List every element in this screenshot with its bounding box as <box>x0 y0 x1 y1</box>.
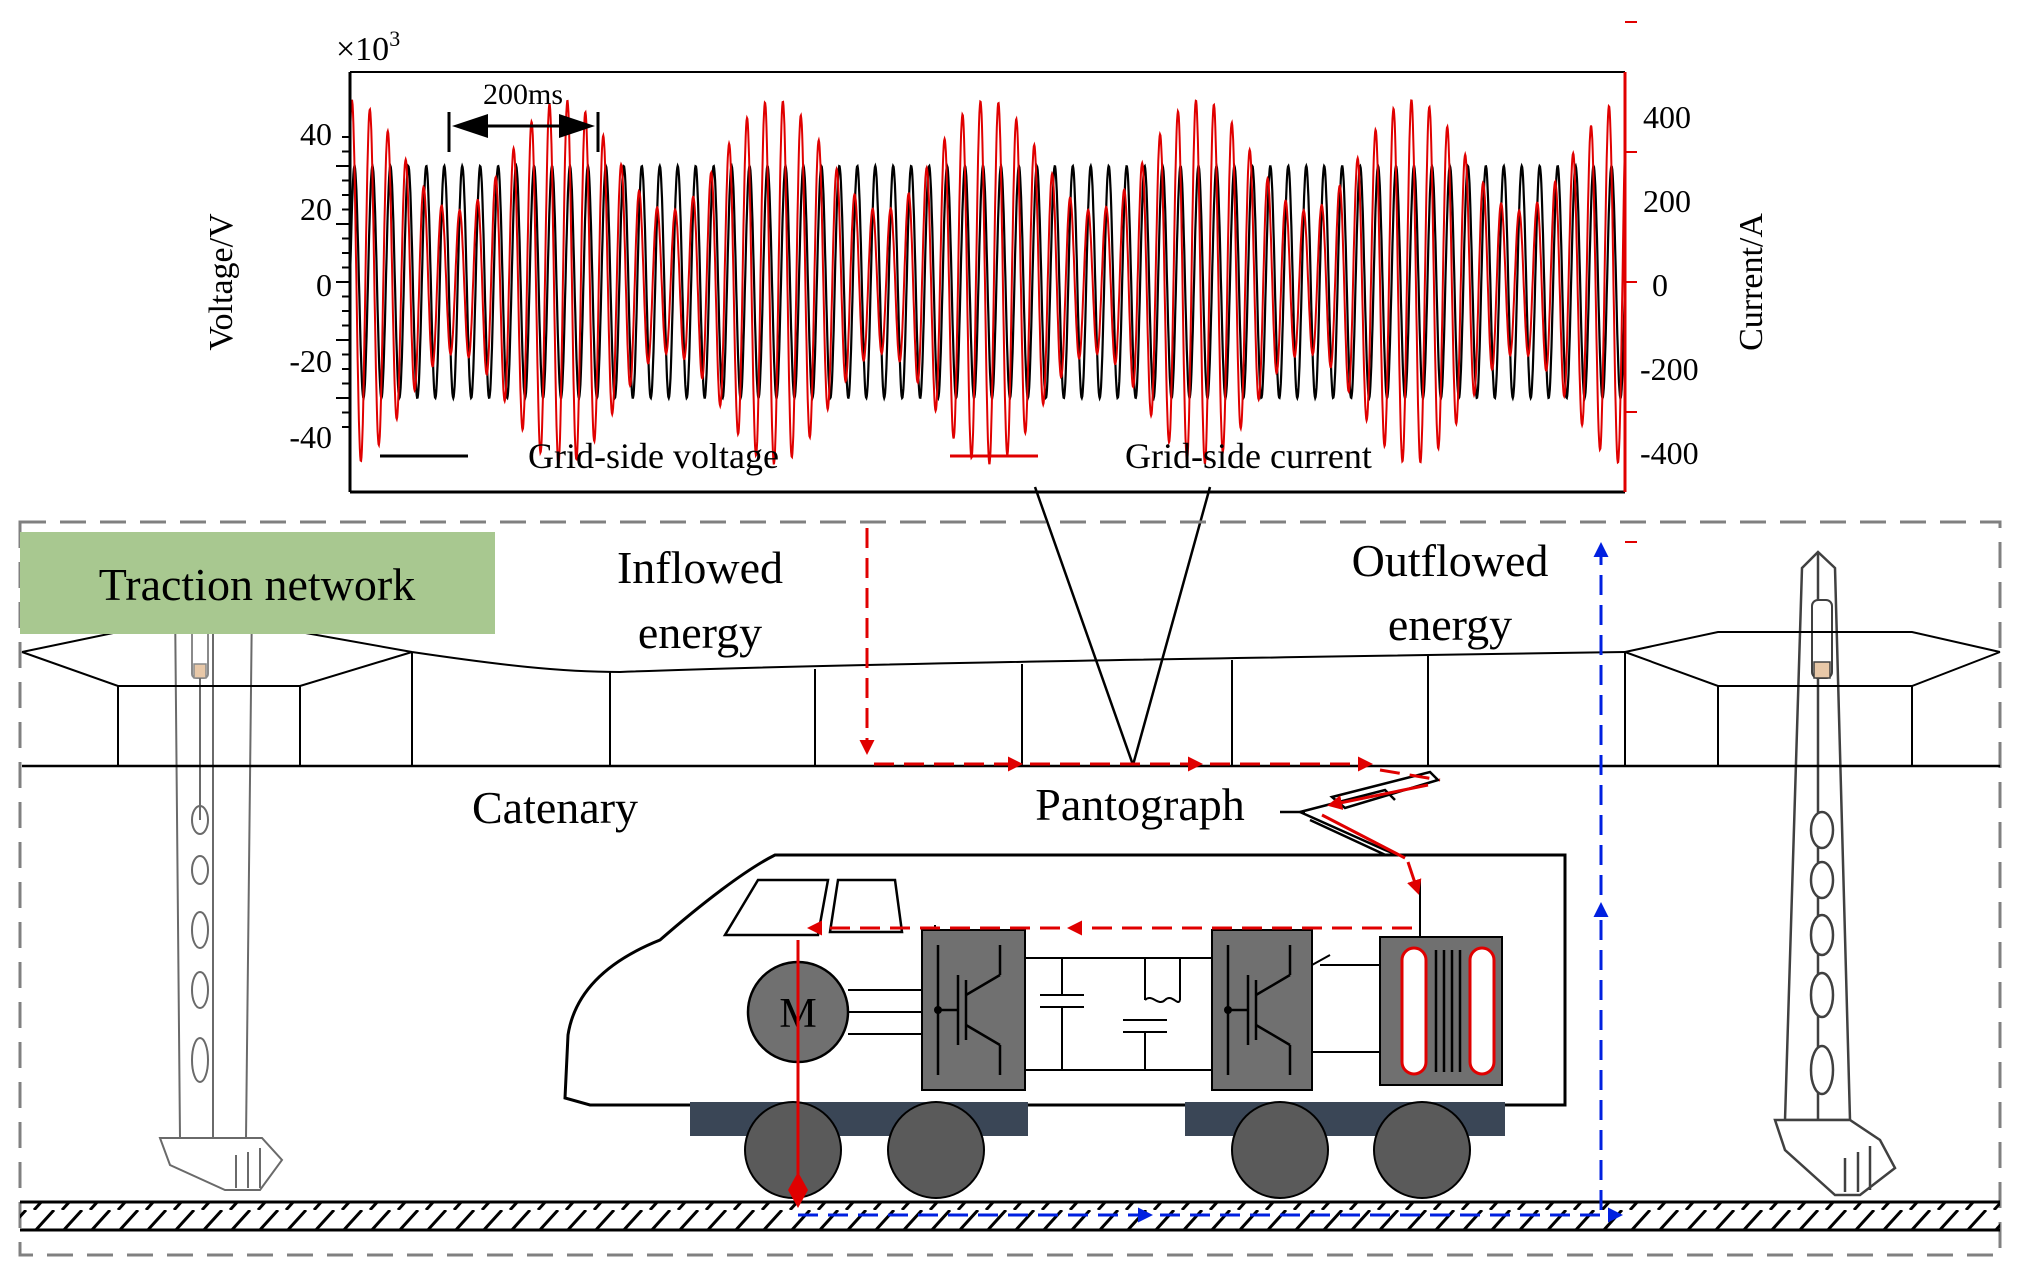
callout-line-right <box>1131 486 1212 766</box>
y-tick-left: -40 <box>289 419 332 455</box>
y-tick-left: 0 <box>316 267 332 303</box>
y-tick-right: 200 <box>1643 183 1691 219</box>
time-span-label: 200ms <box>483 78 563 111</box>
outflowed-energy-label-1: Outflowed <box>1352 535 1549 586</box>
locomotive: M <box>563 853 1567 1199</box>
y-tick-right: 400 <box>1643 99 1691 135</box>
traction-network-label: Traction network <box>99 559 415 610</box>
wheel-contact-marker <box>788 1172 808 1208</box>
wheel <box>1231 1101 1329 1199</box>
y-tick-left: 40 <box>300 116 332 152</box>
right-insulator <box>1811 599 1833 679</box>
left-insulator <box>191 619 209 820</box>
left-axis-ticks <box>336 136 350 428</box>
y-multiplier: ×103 <box>336 26 400 68</box>
outflowed-energy-path <box>798 542 1623 1223</box>
traction-transformer <box>1379 936 1503 1086</box>
series-grid-side-voltage <box>350 162 1625 402</box>
catenary-label: Catenary <box>472 782 638 833</box>
pantograph-label: Pantograph <box>1035 779 1245 830</box>
traction-network-label-bg <box>20 532 495 634</box>
y-tick-right: -200 <box>1640 351 1699 387</box>
legend-label-current: Grid-side current <box>1125 436 1372 476</box>
scene-boundary <box>18 520 2002 1257</box>
inflowed-energy-path <box>807 528 1441 936</box>
y-axis-label-left: Voltage/V <box>203 213 240 351</box>
right-axis-ticks <box>1625 21 1637 543</box>
rectifier-converter <box>921 929 1026 1091</box>
inverter-converter <box>1211 929 1313 1091</box>
legend-label-voltage: Grid-side voltage <box>528 436 779 476</box>
series-grid-side-current <box>350 99 1625 465</box>
y-tick-left: -20 <box>289 343 332 379</box>
y-tick-right: -400 <box>1640 435 1699 471</box>
wheel <box>887 1101 985 1199</box>
locomotive-window-1 <box>722 878 830 937</box>
y-axis-label-right: Current/A <box>1733 213 1770 351</box>
chart-legend: Grid-side voltage Grid-side current <box>380 436 1372 476</box>
left-pylon <box>158 599 284 1191</box>
waveform-chart: 40 20 0 -20 -40 400 200 0 -200 -400 Volt… <box>203 21 1770 543</box>
outflowed-energy-label-2: energy <box>1388 599 1512 650</box>
catenary-wires <box>21 631 2001 768</box>
locomotive-window-2 <box>828 878 904 934</box>
callout-line-left <box>1033 486 1135 766</box>
inflowed-energy-label-2: energy <box>638 607 762 658</box>
y-tick-right: 0 <box>1652 267 1668 303</box>
inflowed-energy-label-1: Inflowed <box>617 542 783 593</box>
wheel <box>1373 1101 1471 1199</box>
y-tick-left: 20 <box>300 191 332 227</box>
right-pylon <box>1773 550 1897 1197</box>
time-span-annotation: 200ms <box>447 78 600 152</box>
